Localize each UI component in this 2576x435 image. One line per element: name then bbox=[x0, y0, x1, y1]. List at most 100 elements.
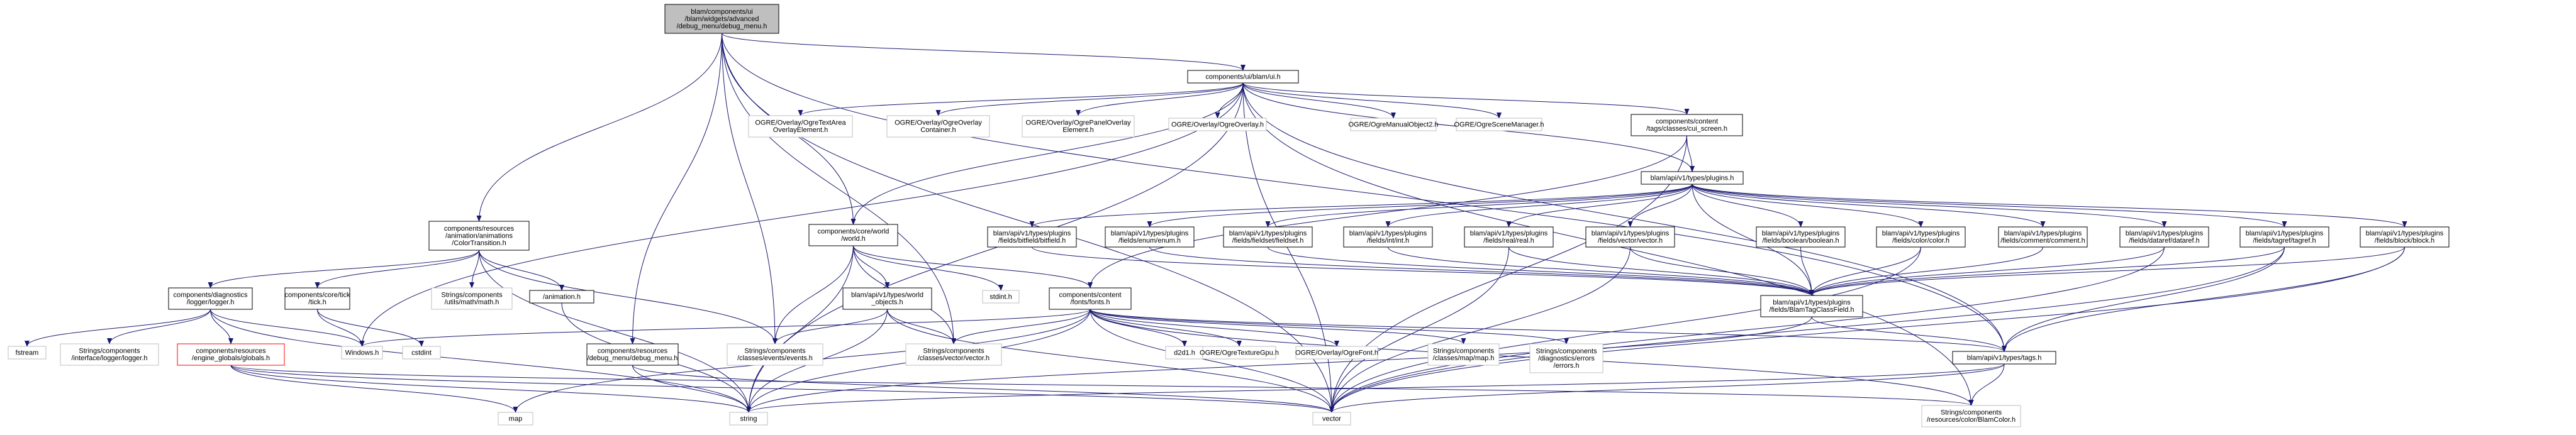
file-node-int[interactable]: blam/api/v1/types/plugins/fields/int/int… bbox=[1343, 226, 1433, 248]
file-node-label: /fields/enum/enum.h bbox=[1118, 237, 1181, 245]
file-node-d2d1: d2d1.h bbox=[1165, 346, 1204, 360]
file-node-box bbox=[498, 412, 533, 426]
file-node-label: Strings/components bbox=[923, 348, 984, 355]
file-node-comment[interactable]: blam/api/v1/types/plugins/fields/comment… bbox=[1998, 226, 2088, 248]
file-node-label: /fields/boolean/boolean.h bbox=[1762, 237, 1839, 245]
file-node-label: /animation.h bbox=[543, 293, 581, 300]
file-node-label: /fields/real/real.h bbox=[1483, 237, 1534, 245]
file-node-blamtagclassfield[interactable]: blam/api/v1/types/plugins/fields/BlamTag… bbox=[1760, 295, 1863, 317]
include-edge-block-to-blamtagclassfield bbox=[1809, 246, 2405, 296]
file-node-resources_debug_menu[interactable]: components/resources/debug_menu/debug_me… bbox=[586, 343, 679, 366]
file-node-plugins[interactable]: blam/api/v1/types/plugins.h bbox=[1641, 171, 1744, 185]
file-node-label: /debug_menu/debug_menu.h bbox=[677, 23, 767, 30]
file-node-box bbox=[1312, 412, 1351, 426]
file-node-box bbox=[2360, 226, 2450, 248]
file-node-tagref[interactable]: blam/api/v1/types/plugins/fields/tagref/… bbox=[2239, 226, 2329, 248]
file-node-label: blam/api/v1/types/plugins bbox=[993, 230, 1071, 238]
file-node-strings_logger: Strings/components/interface/logger/logg… bbox=[60, 343, 159, 366]
file-node-cstdint: cstdint bbox=[402, 346, 441, 360]
file-node-box bbox=[431, 287, 513, 310]
file-node-label: cstdint bbox=[411, 349, 432, 356]
file-node-bitfield[interactable]: blam/api/v1/types/plugins/fields/bitfiel… bbox=[987, 226, 1077, 248]
include-edge-engine_globals-to-blamcolor bbox=[230, 365, 1973, 406]
file-node-cui_screen[interactable]: components/content/tags/classes/cui_scre… bbox=[1631, 114, 1743, 136]
include-edge-tagref-to-tags bbox=[2002, 246, 2285, 352]
file-node-label: Strings/components bbox=[1536, 348, 1597, 355]
file-node-label: blam/api/v1/types/plugins bbox=[1470, 230, 1548, 238]
include-edge-vector_field-to-blamtagclassfield bbox=[1630, 246, 1814, 296]
file-node-tick[interactable]: components/core/tick/tick.h bbox=[284, 287, 350, 310]
file-node-world[interactable]: components/core/world/world.h bbox=[808, 224, 898, 246]
file-node-label: blam/api/v1/types/plugins bbox=[1882, 230, 1960, 238]
file-node-dataref[interactable]: blam/api/v1/types/plugins/fields/dataref… bbox=[2119, 226, 2209, 248]
include-edge-comment-to-blamtagclassfield bbox=[1809, 246, 2043, 296]
file-node-strings_vector: Strings/components/classes/vector/vector… bbox=[905, 343, 1002, 366]
include-edge-fonts-to-ogre_texturegpu bbox=[1090, 309, 1242, 347]
file-node-label: vector bbox=[1322, 415, 1341, 422]
file-node-label: components/resources bbox=[196, 348, 266, 355]
file-node-label: components/core/world bbox=[818, 228, 889, 236]
include-edge-plugins-to-tagref bbox=[1692, 184, 2287, 228]
include-edge-engine_globals-to-vector bbox=[230, 365, 1334, 413]
file-node-world_objects[interactable]: blam/api/v1/types/world_objects.h bbox=[842, 287, 932, 310]
include-edge-real-to-blamtagclassfield bbox=[1508, 246, 1814, 296]
file-node-root[interactable]: blam/components/ui/blam/widgets/advanced… bbox=[664, 4, 779, 34]
include-edge-plugins-to-dataref bbox=[1692, 184, 2167, 228]
file-node-vector_field[interactable]: blam/api/v1/types/plugins/fields/vector/… bbox=[1585, 226, 1675, 248]
file-node-logger[interactable]: components/diagnostics/logger/logger.h bbox=[168, 287, 253, 310]
file-node-engine_globals[interactable]: components/resources/engine_globals/glob… bbox=[177, 343, 285, 366]
file-node-label: OGRE/Overlay/OgreOverlay.h bbox=[1171, 121, 1264, 128]
include-edge-color_transition-to-animation bbox=[479, 250, 564, 291]
file-node-label: d2d1.h bbox=[1174, 349, 1195, 356]
include-edge-root-to-blamui bbox=[722, 33, 1246, 71]
file-node-enum[interactable]: blam/api/v1/types/plugins/fields/enum/en… bbox=[1105, 226, 1195, 248]
file-node-label: components/content bbox=[1656, 118, 1718, 126]
include-edge-plugins-to-comment bbox=[1692, 184, 2046, 228]
file-node-tags[interactable]: blam/api/v1/types/tags.h bbox=[1952, 351, 2056, 365]
include-edge-fonts-to-strings_map bbox=[1090, 309, 1466, 344]
include-edge-blamui-to-cui_screen bbox=[1242, 82, 1690, 115]
include-edge-fonts-to-strings_vector bbox=[951, 309, 1091, 344]
include-edge-logger-to-strings_logger bbox=[107, 309, 211, 344]
file-node-label: /fields/int/int.h bbox=[1367, 237, 1409, 245]
include-edge-blamui-to-windows bbox=[359, 82, 1244, 347]
include-edge-plugins-to-bitfield bbox=[1029, 184, 1693, 228]
file-node-box bbox=[1202, 346, 1276, 360]
file-node-label: /tick.h bbox=[308, 299, 326, 306]
file-node-fieldset[interactable]: blam/api/v1/types/plugins/fields/fieldse… bbox=[1223, 226, 1313, 248]
file-node-box bbox=[1952, 351, 2056, 365]
file-node-boolean[interactable]: blam/api/v1/types/plugins/fields/boolean… bbox=[1756, 226, 1846, 248]
file-node-label: blam/api/v1/types/plugins bbox=[1592, 230, 1670, 238]
include-edge-blamui-to-ogre_textarea bbox=[798, 82, 1244, 116]
file-node-blamui[interactable]: components/ui/blam/ui.h bbox=[1187, 70, 1299, 84]
file-node-label: Strings/components bbox=[744, 348, 806, 355]
file-node-block[interactable]: blam/api/v1/types/plugins/fields/block/b… bbox=[2360, 226, 2450, 248]
include-edge-resources_debug_menu-to-vector bbox=[632, 365, 1334, 413]
file-node-label: /classes/events/events.h bbox=[737, 355, 813, 362]
file-node-box bbox=[1585, 226, 1675, 248]
file-node-label: blam/api/v1/types/plugins bbox=[1773, 299, 1851, 307]
file-node-ogre_font: OGRE/Overlay/OgreFont.h bbox=[1295, 346, 1378, 360]
file-node-label: /fields/BlamTagClassField.h bbox=[1769, 306, 1854, 314]
file-node-ogre_manual: OGRE/OgreManualObject2.h bbox=[1348, 118, 1439, 131]
file-node-real[interactable]: blam/api/v1/types/plugins/fields/real/re… bbox=[1464, 226, 1554, 248]
include-edge-blamui-to-ogre_manual bbox=[1242, 82, 1396, 119]
file-node-box bbox=[1631, 114, 1743, 136]
include-edge-blamtagclassfield-to-tags bbox=[1811, 316, 2007, 352]
file-node-animation[interactable]: /animation.h bbox=[529, 290, 594, 304]
include-edge-blamui-to-world bbox=[850, 82, 1244, 225]
file-node-box bbox=[1223, 226, 1313, 248]
file-node-box bbox=[886, 115, 990, 138]
file-node-box bbox=[727, 343, 823, 366]
file-node-fonts[interactable]: components/content/fonts/fonts.h bbox=[1049, 287, 1132, 310]
file-node-label: blam/api/v1/types/plugins bbox=[1111, 230, 1189, 238]
file-node-label: /ColorTransition.h bbox=[452, 240, 506, 247]
file-node-color_transition[interactable]: components/resources/animation/animation… bbox=[428, 221, 530, 251]
file-node-box bbox=[8, 346, 47, 360]
include-edge-world-to-strings_events bbox=[772, 245, 854, 344]
file-node-box bbox=[1876, 226, 1966, 248]
include-edge-dataref-to-vector bbox=[1329, 246, 2165, 413]
file-node-color_field[interactable]: blam/api/v1/types/plugins/fields/color/c… bbox=[1876, 226, 1966, 248]
